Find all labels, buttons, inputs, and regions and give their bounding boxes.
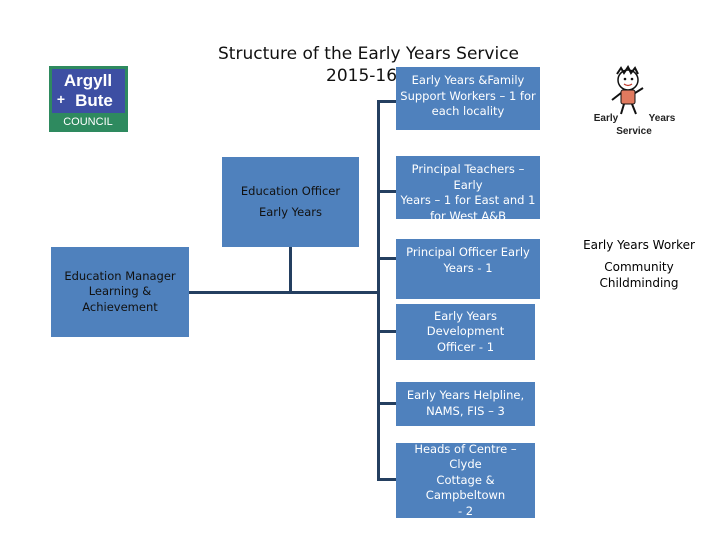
box-development-officer: Early Years Development Officer - 1 <box>396 304 535 360</box>
diagram-title-line2: 2015-16 <box>326 66 398 86</box>
connector-to-family-support <box>377 100 396 103</box>
svg-text:+: + <box>57 91 65 107</box>
connector-officer-down <box>289 247 292 293</box>
connector-main-spine <box>377 100 380 480</box>
box-principal-teachers: Principal Teachers – Early Years – 1 for… <box>396 156 540 223</box>
principal-teachers-label: Principal Teachers – Early Years – 1 for… <box>400 162 536 223</box>
council-logo: Argyll + Bute COUNCIL <box>49 66 128 132</box>
box-helpline: Early Years Helpline, NAMS, FIS – 3 <box>396 382 535 426</box>
education-officer-label: Education Officer Early Years <box>240 184 341 219</box>
diagram-title-line1: Structure of the Early Years Service <box>218 44 519 64</box>
connector-to-principal-officer <box>377 257 396 260</box>
box-heads-of-centre: Heads of Centre – Clyde Cottage & Campbe… <box>396 441 535 518</box>
logo-text-council: COUNCIL <box>63 116 113 128</box>
development-officer-label: Early Years Development Officer - 1 <box>426 308 505 354</box>
box-education-officer: Education Officer Early Years <box>222 157 359 247</box>
principal-officer-label: Principal Officer Early Years - 1 <box>406 245 530 275</box>
heads-of-centre-label: Heads of Centre – Clyde Cottage & Campbe… <box>414 441 517 518</box>
box-education-manager: Education Manager Learning & Achievement <box>51 247 189 337</box>
connector-manager-to-officer <box>189 291 379 294</box>
connector-to-helpline <box>377 402 396 405</box>
connector-to-heads-of-centre <box>377 478 396 481</box>
logo-text-years: Years <box>649 113 676 124</box>
community-childminding-label: Community Childminding <box>599 260 679 291</box>
logo-text-bute: Bute <box>75 91 113 110</box>
logo-text-early: Early <box>594 113 619 124</box>
box-family-support-workers: Early Years &Family Support Workers – 1 … <box>396 67 540 130</box>
early-years-worker-label: Early Years Worker <box>583 238 695 252</box>
family-support-label: Early Years &Family Support Workers – 1 … <box>400 73 536 119</box>
education-manager-label: Education Manager Learning & Achievement <box>64 268 176 314</box>
box-principal-officer: Principal Officer Early Years - 1 <box>396 239 540 299</box>
connector-to-development-officer <box>377 330 396 333</box>
helpline-label: Early Years Helpline, NAMS, FIS – 3 <box>406 388 525 418</box>
connector-to-principal-teachers <box>377 190 396 193</box>
logo-text-service: Service <box>616 126 652 137</box>
early-years-service-logo: Early Years Service <box>588 64 682 140</box>
logo-text-argyll: Argyll <box>64 71 112 90</box>
